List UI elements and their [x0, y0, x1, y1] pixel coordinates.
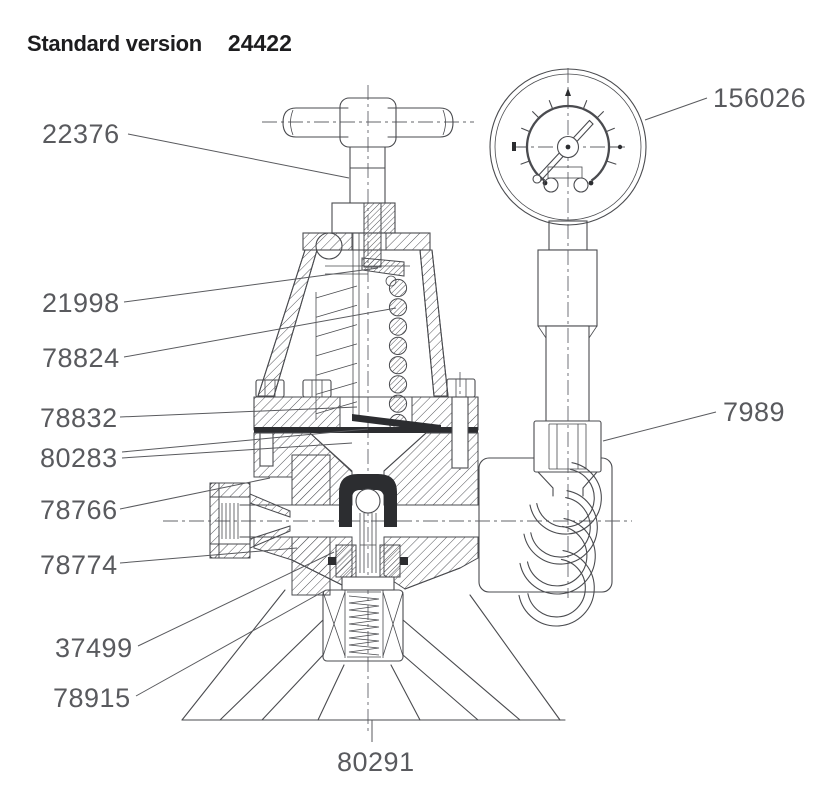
flange-bolt	[255, 379, 285, 398]
part-label-22376: 22376	[42, 119, 120, 149]
outlet-coil-spring	[518, 462, 602, 627]
header-title: Standard version	[27, 31, 202, 56]
part-label-37499: 37499	[55, 633, 133, 663]
skirt-cone	[181, 589, 566, 721]
header-model-number: 24422	[227, 30, 292, 56]
t-handle	[282, 97, 454, 204]
spring-coil-sections	[388, 278, 408, 433]
flange-bolt	[302, 379, 332, 398]
part-label-78832: 78832	[40, 403, 118, 433]
gauge-top-arrow	[565, 88, 571, 96]
flange-bolt	[446, 378, 476, 398]
page-header: Standard version 24422	[27, 30, 292, 57]
part-label-80283: 80283	[40, 443, 118, 473]
lower-cartridge	[322, 544, 408, 662]
part-label-78915: 78915	[53, 683, 131, 713]
part-labels: 22376 21998 78824 78832 80283 78766 7877…	[40, 83, 806, 777]
part-label-78824: 78824	[42, 343, 120, 373]
part-label-156026: 156026	[713, 83, 806, 113]
pressure-spring	[315, 257, 410, 433]
bonnet	[257, 202, 449, 397]
valve-seal	[339, 474, 397, 573]
part-label-78766: 78766	[40, 495, 118, 525]
inlet-connector	[209, 454, 331, 596]
part-label-80291: 80291	[337, 747, 415, 777]
gauge-stem-details	[537, 325, 598, 497]
gauge-stem-blocks	[533, 220, 602, 473]
pressure-gauge	[489, 68, 647, 226]
part-label-78774: 78774	[40, 550, 118, 580]
part-label-21998: 21998	[42, 288, 120, 318]
part-label-7989: 7989	[723, 397, 785, 427]
leader-lines	[119, 97, 717, 742]
